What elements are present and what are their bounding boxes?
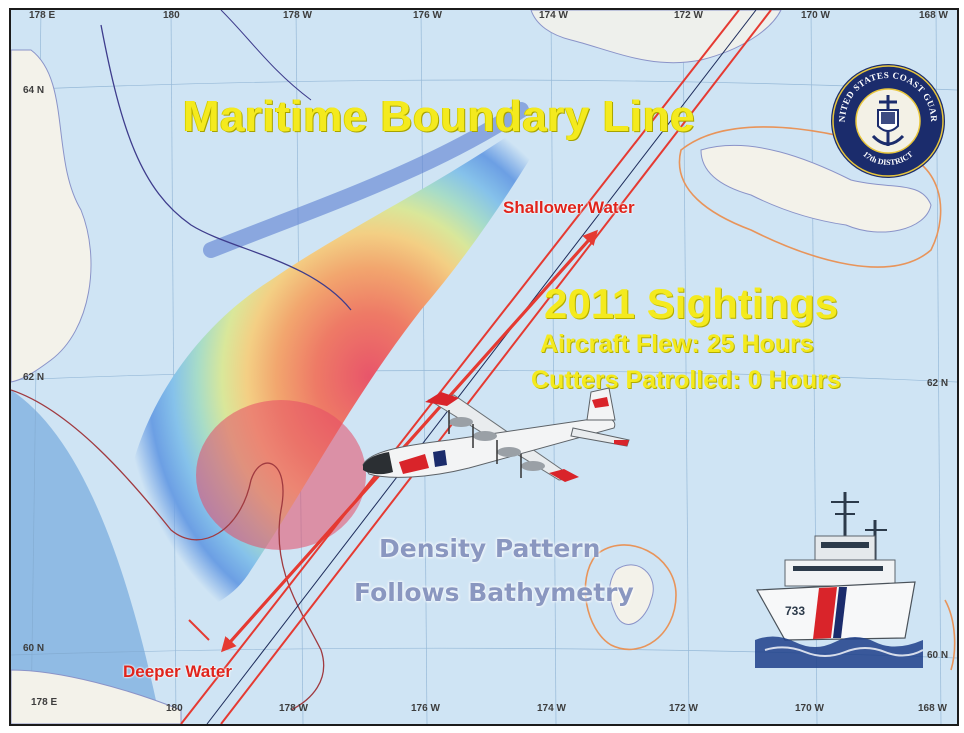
st-lawrence-island: [700, 144, 932, 233]
lon-label-bottom-7: 170 W: [795, 703, 824, 714]
aircraft-hours: Aircraft Flew: 25 Hours: [540, 330, 814, 358]
map-canvas: [11, 10, 957, 724]
lon-label-bottom-1: 178 E: [31, 697, 58, 708]
lon-label-top-5: 174 W: [539, 10, 568, 21]
lat-label-left-2: 62 N: [23, 372, 45, 383]
lon-label-bottom-3: 178 W: [279, 703, 308, 714]
lat-label-right-1: 62 N: [927, 378, 949, 389]
lon-label-top-3: 178 W: [283, 10, 312, 21]
cutter-hull-number: 733: [785, 604, 805, 618]
coast-line-south: [11, 389, 325, 711]
map-title: Maritime Boundary Line: [183, 92, 696, 141]
st-matthew-island: [609, 564, 654, 625]
density-label-line1: Density Pattern: [379, 534, 601, 563]
island-zone-north: [678, 126, 942, 268]
lon-label-top-6: 172 W: [674, 10, 703, 21]
lon-label-bottom-4: 176 W: [411, 703, 440, 714]
eez-line-west: [100, 24, 352, 311]
density-edge: [203, 102, 529, 258]
boundary-line-west: [220, 10, 772, 724]
boundary-corridor-cap: [188, 619, 210, 641]
lon-label-bottom-2: 180: [166, 703, 183, 714]
map-frame: 178 E 180 178 W 176 W 174 W 172 W 170 W …: [9, 8, 959, 726]
lat-label-left-3: 60 N: [23, 643, 45, 654]
island-zone-east: [944, 599, 956, 671]
deeper-arrow: [221, 231, 598, 653]
lon-label-top-7: 170 W: [801, 10, 830, 21]
lon-label-top-1: 178 E: [29, 10, 56, 21]
lat-label-left-1: 64 N: [23, 85, 45, 96]
cutter-hours: Cutters Patrolled: 0 Hours: [531, 366, 841, 394]
sightings-heading: 2011 Sightings: [544, 280, 839, 327]
lon-label-bottom-8: 168 W: [918, 703, 947, 714]
deeper-water-label: Deeper Water: [123, 662, 232, 681]
coast-line-north: [220, 10, 312, 101]
landmass-southwest: [11, 669, 182, 724]
shallower-water-label: Shallower Water: [503, 198, 635, 217]
cutter-ship-icon: 733: [755, 492, 923, 668]
boundary-line-east: [180, 10, 740, 724]
deep-water-shade: [11, 390, 161, 724]
lon-label-bottom-6: 172 W: [669, 703, 698, 714]
landmass-west: [11, 49, 92, 383]
aircraft-icon: [362, 387, 630, 482]
island-zone-south: [584, 544, 677, 651]
lat-label-right-2: 60 N: [927, 650, 949, 661]
lon-label-top-4: 176 W: [413, 10, 442, 21]
lon-label-top-2: 180: [163, 10, 180, 21]
density-label-line2: Follows Bathymetry: [354, 578, 634, 607]
boundary-line-center: [206, 10, 757, 724]
landmass-north: [530, 10, 782, 64]
coast-guard-seal-icon: UNITED STATES COAST GUARD 17th DISTRICT: [829, 62, 945, 178]
lon-label-top-8: 168 W: [919, 10, 948, 21]
lon-label-bottom-5: 174 W: [537, 703, 566, 714]
